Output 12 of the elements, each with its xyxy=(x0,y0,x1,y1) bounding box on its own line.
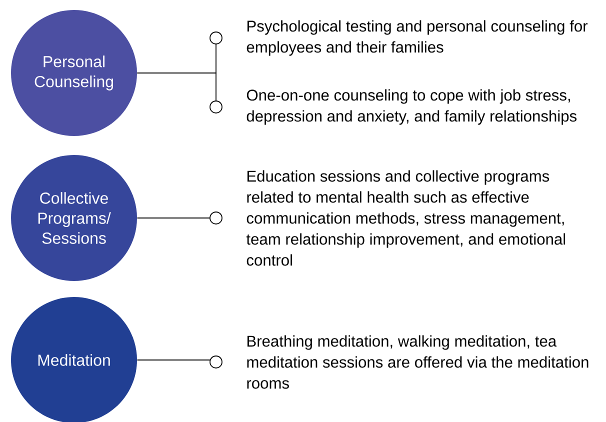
connector xyxy=(136,72,222,114)
connector xyxy=(136,356,222,368)
description-text: Education sessions and collective programs related to mental health such as effective communication methods, stress management, team relationship improvement, and emotional control xyxy=(246,170,566,266)
description-text: Breathing meditation, walking meditation, tea meditation sessions are offered via the meditation rooms xyxy=(247,335,588,389)
topic-circle xyxy=(11,155,137,281)
description-text: Psychological testing and personal counseling for employees and their families xyxy=(246,20,588,56)
circle-label: Personal Counseling xyxy=(34,56,114,90)
connector xyxy=(136,212,222,224)
description-text: One-on-one counseling to cope with job stress, depression and anxiety, and family relationships xyxy=(246,89,577,125)
circle-label: Meditation xyxy=(38,354,110,366)
topic-circle xyxy=(11,10,137,136)
circle-label: Collective Programs/ Sessions xyxy=(38,192,111,244)
